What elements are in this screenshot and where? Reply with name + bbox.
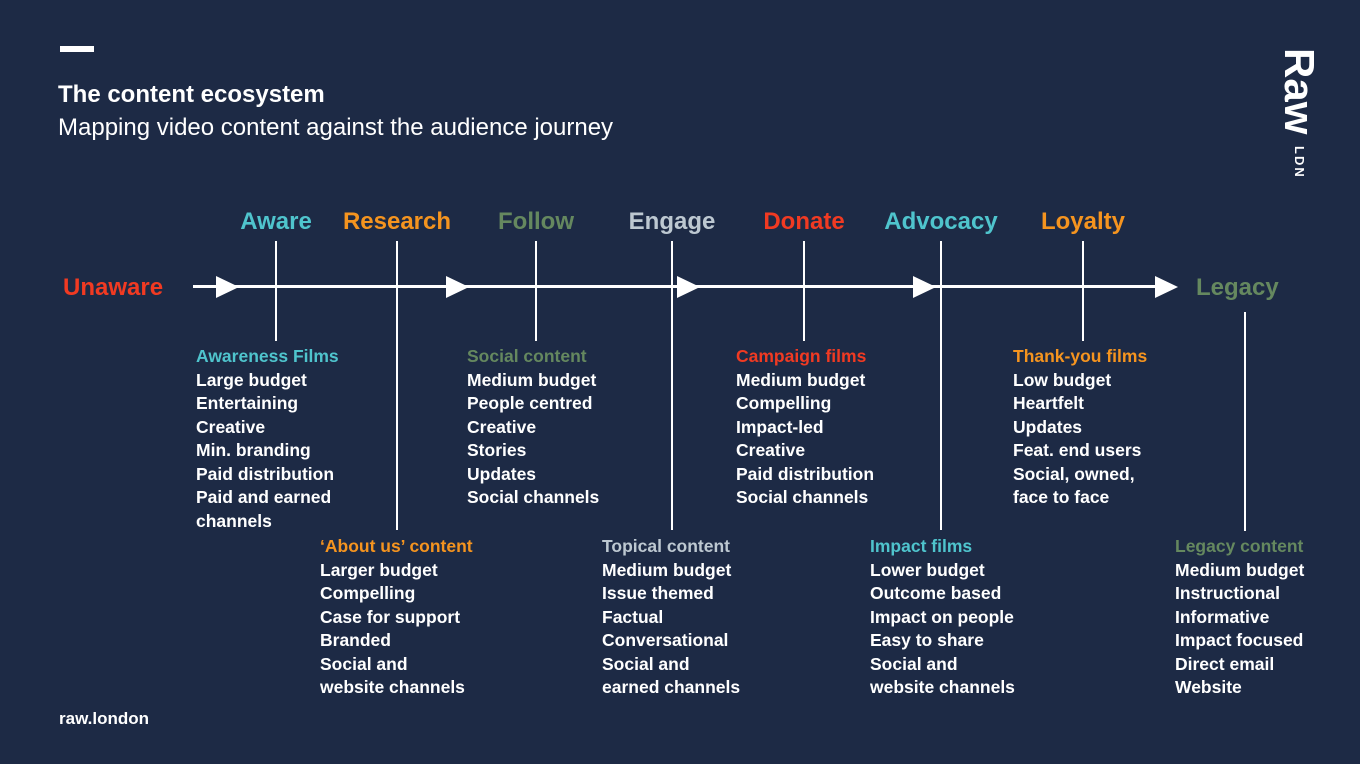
- block-heading-topical-content: Topical content: [602, 536, 731, 556]
- stage-label-aware: Aware: [240, 208, 312, 235]
- stage-label-research: Research: [342, 208, 452, 235]
- stage-tick-follow: [535, 241, 537, 341]
- raw-ldn-logo: Raw LDN: [1276, 48, 1323, 179]
- block-line: People centred: [467, 393, 593, 413]
- block-line: Easy to share: [870, 630, 984, 650]
- block-line: Lower budget: [870, 559, 985, 580]
- block-line: Medium budget: [602, 559, 732, 580]
- journey-arrow-line: [193, 285, 1159, 288]
- stage-tick-donate: [803, 241, 805, 341]
- stage-label-advocacy: Advocacy: [884, 208, 998, 235]
- block-line: Outcome based: [870, 583, 1002, 603]
- block-line: Min. branding: [196, 440, 311, 460]
- block-line: Creative: [736, 440, 806, 460]
- block-heading-about-us-content: ‘About us’ content: [320, 536, 473, 556]
- block-line: channels: [196, 510, 272, 531]
- block-line: Compelling: [320, 583, 416, 603]
- block-line: Entertaining: [196, 393, 299, 413]
- block-line: Issue themed: [602, 583, 714, 603]
- journey-arrowhead: [913, 275, 936, 298]
- block-heading-legacy-content: Legacy content: [1175, 536, 1304, 556]
- block-line: Social channels: [736, 487, 869, 507]
- block-heading-social-content: Social content: [467, 346, 587, 366]
- block-line: Compelling: [736, 393, 832, 413]
- block-heading-thank-you-films: Thank-you films: [1013, 346, 1148, 366]
- block-line: Factual: [602, 606, 664, 627]
- block-line: Impact focused: [1175, 630, 1304, 650]
- block-line: Social, owned,: [1013, 463, 1135, 484]
- block-line: Paid distribution: [196, 463, 335, 484]
- block-line: Impact-led: [736, 416, 824, 437]
- block-line: Large budget: [196, 369, 307, 390]
- footer-site-url: raw.london: [59, 709, 150, 728]
- block-line: Informative: [1175, 606, 1270, 627]
- stage-label-follow: Follow: [498, 208, 574, 235]
- block-line: Feat. end users: [1013, 440, 1142, 460]
- block-line: Creative: [467, 416, 537, 437]
- block-line: Social channels: [467, 487, 600, 507]
- block-line: face to face: [1013, 487, 1110, 507]
- block-line: earned channels: [602, 677, 741, 697]
- journey-arrowhead: [1155, 275, 1178, 298]
- stage-tick-legacy: [1244, 312, 1246, 531]
- page-subtitle: Mapping video content against the audien…: [58, 114, 614, 141]
- block-line: Paid and earned: [196, 487, 332, 507]
- block-line: Updates: [1013, 416, 1083, 437]
- journey-arrowhead: [216, 275, 239, 298]
- journey-arrowhead: [677, 275, 700, 298]
- block-line: Updates: [467, 463, 537, 484]
- title-dash: [60, 46, 94, 52]
- stage-tick-aware: [275, 241, 277, 341]
- block-line: Medium budget: [736, 369, 866, 390]
- block-line: Conversational: [602, 630, 729, 650]
- block-line: Case for support: [320, 606, 461, 627]
- block-line: Larger budget: [320, 559, 438, 580]
- journey-arrowhead: [446, 275, 469, 298]
- stage-tick-loyalty: [1082, 241, 1084, 341]
- block-line: Website: [1175, 677, 1242, 697]
- block-line: Medium budget: [467, 369, 597, 390]
- stage-label-donate: Donate: [763, 208, 845, 235]
- block-heading-campaign-films: Campaign films: [736, 346, 867, 366]
- journey-end-label: Legacy: [1196, 274, 1279, 301]
- block-line: Social and: [870, 653, 958, 674]
- block-heading-impact-films: Impact films: [870, 536, 973, 556]
- block-line: website channels: [870, 677, 1015, 697]
- block-line: website channels: [320, 677, 465, 697]
- page-title: The content ecosystem: [58, 81, 325, 108]
- stage-tick-research: [396, 241, 398, 530]
- logo-raw-text: Raw: [1276, 48, 1323, 135]
- block-heading-awareness-films: Awareness Films: [196, 346, 339, 366]
- block-line: Heartfelt: [1013, 393, 1084, 413]
- logo-ldn-text: LDN: [1292, 145, 1307, 179]
- block-line: Low budget: [1013, 369, 1112, 390]
- block-line: Creative: [196, 416, 266, 437]
- stage-label-engage: Engage: [628, 208, 716, 235]
- block-line: Social and: [320, 653, 408, 674]
- block-line: Instructional: [1175, 583, 1281, 603]
- block-line: Social and: [602, 653, 690, 674]
- stage-tick-engage: [671, 241, 673, 530]
- block-line: Branded: [320, 630, 391, 650]
- stage-tick-advocacy: [940, 241, 942, 530]
- stage-label-loyalty: Loyalty: [1040, 208, 1126, 235]
- block-line: Direct email: [1175, 653, 1275, 674]
- journey-start-label: Unaware: [63, 274, 164, 301]
- block-line: Stories: [467, 440, 527, 460]
- block-line: Paid distribution: [736, 463, 875, 484]
- block-line: Medium budget: [1175, 559, 1305, 580]
- block-line: Impact on people: [870, 606, 1014, 627]
